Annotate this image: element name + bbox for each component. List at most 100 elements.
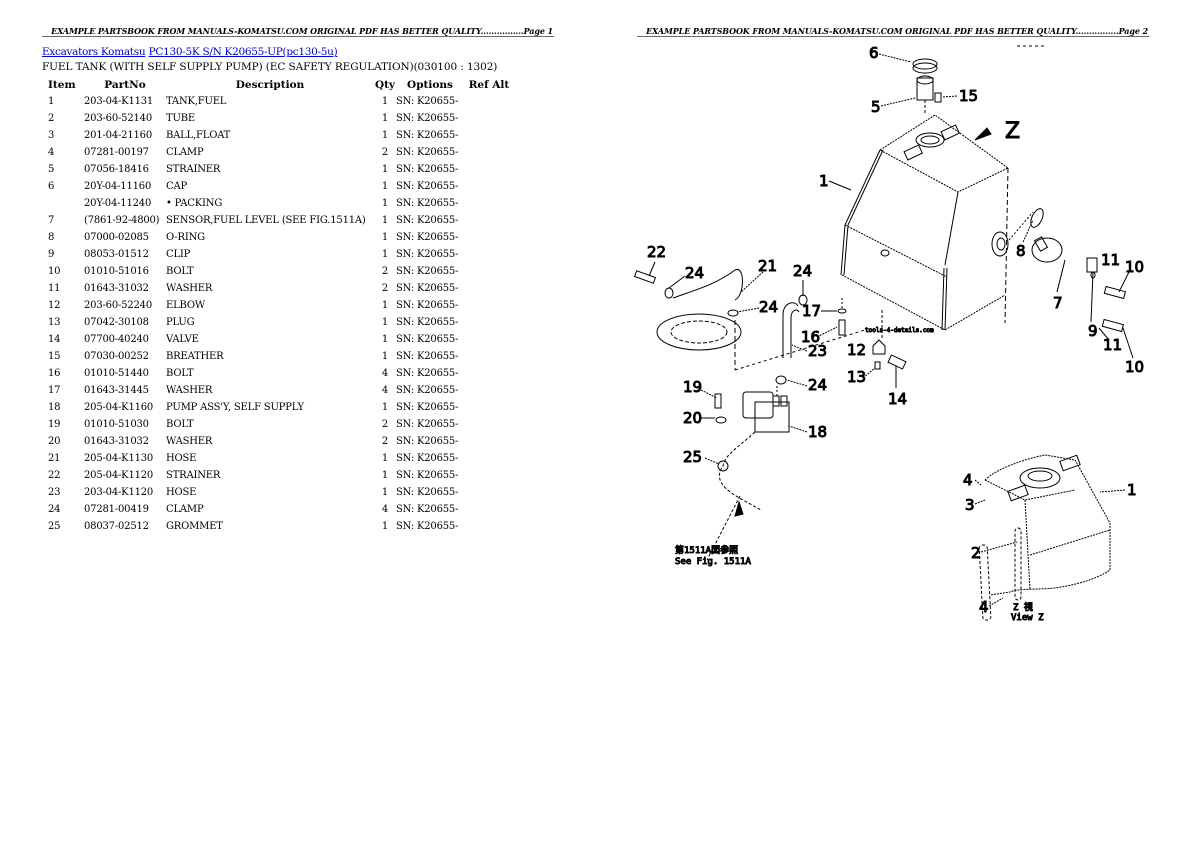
breadcrumb: Excavators Komatsu PC130-5K S/N K20655-U… bbox=[42, 46, 338, 58]
cell-item: 25 bbox=[48, 521, 61, 532]
cell-qty: 1 bbox=[381, 317, 389, 328]
svg-text:8: 8 bbox=[1016, 242, 1026, 260]
cell-partno: 01643-31032 bbox=[84, 436, 149, 447]
cell-options: SN: K20655- bbox=[396, 215, 459, 226]
cell-partno: 07281-00197 bbox=[84, 147, 149, 158]
cell-ref-alt bbox=[464, 110, 514, 127]
cell-qty: 1 bbox=[381, 249, 389, 260]
svg-text:3: 3 bbox=[965, 496, 975, 514]
view-z-caption-jp: Z 視 bbox=[1013, 601, 1033, 613]
svg-text:15: 15 bbox=[959, 87, 978, 105]
cell-ref-alt bbox=[464, 212, 514, 229]
cell-description: BOLT bbox=[166, 266, 194, 277]
cell-options: SN: K20655- bbox=[396, 96, 459, 107]
column-header-options: Options bbox=[407, 78, 453, 91]
cell-partno: 07281-00419 bbox=[84, 504, 149, 515]
cell-item: 9 bbox=[48, 249, 55, 260]
cell-description: • PACKING bbox=[166, 198, 223, 209]
cell-ref-alt bbox=[464, 348, 514, 365]
cell-options: SN: K20655- bbox=[396, 470, 459, 481]
view-z-callouts: 1 4 3 2 4 bbox=[963, 471, 1138, 617]
cell-ref-alt bbox=[464, 246, 514, 263]
page-2: EXAMPLE PARTSBOOK FROM MANUALS-KOMATSU.C… bbox=[595, 0, 1190, 842]
cell-partno: 203-04-K1120 bbox=[84, 487, 154, 498]
cell-qty: 2 bbox=[381, 419, 389, 430]
cell-partno: 07000-02085 bbox=[84, 232, 149, 243]
cell-ref-alt bbox=[464, 297, 514, 314]
cell-options: SN: K20655- bbox=[396, 521, 459, 532]
cell-partno: 07042-30108 bbox=[84, 317, 149, 328]
cell-qty: 1 bbox=[381, 487, 389, 498]
cell-ref-alt bbox=[464, 144, 514, 161]
header-divider bbox=[637, 36, 1149, 37]
cell-item: 1 bbox=[48, 96, 55, 107]
svg-text:24: 24 bbox=[759, 298, 778, 316]
cell-options: SN: K20655- bbox=[396, 334, 459, 345]
cell-qty: 2 bbox=[381, 436, 389, 447]
svg-text:24: 24 bbox=[685, 264, 704, 282]
breadcrumb-model-link[interactable]: PC130-5K S/N K20655-UP(pc130-5u) bbox=[148, 46, 338, 58]
cell-partno: 20Y-04-11160 bbox=[84, 181, 152, 192]
exploded-parts-diagram: Z 6 5 15 1 22 24 bbox=[625, 40, 1165, 640]
cell-partno: 205-04-K1130 bbox=[84, 453, 154, 464]
cell-options: SN: K20655- bbox=[396, 368, 459, 379]
cell-options: SN: K20655- bbox=[396, 453, 459, 464]
cell-ref-alt bbox=[464, 399, 514, 416]
svg-text:5: 5 bbox=[871, 98, 881, 116]
cell-item: 19 bbox=[48, 419, 61, 430]
svg-text:19: 19 bbox=[683, 378, 702, 396]
watermark: tools-4-details.com bbox=[865, 327, 934, 334]
cell-description: STRAINER bbox=[166, 470, 221, 481]
cell-ref-alt bbox=[464, 127, 514, 144]
breadcrumb-category-link[interactable]: Excavators Komatsu bbox=[42, 46, 146, 58]
cell-description: TANK,FUEL bbox=[166, 96, 227, 107]
cell-description: CAP bbox=[166, 181, 188, 192]
cell-description: ELBOW bbox=[166, 300, 205, 311]
cell-partno: 07056-18416 bbox=[84, 164, 149, 175]
cell-ref-alt bbox=[464, 382, 514, 399]
svg-text:22: 22 bbox=[647, 243, 666, 261]
table-row: 7(7861-92-4800)SENSOR,FUEL LEVEL (SEE FI… bbox=[42, 212, 514, 229]
cell-item: 16 bbox=[48, 368, 61, 379]
svg-text:25: 25 bbox=[683, 448, 702, 466]
cell-ref-alt bbox=[464, 93, 514, 110]
svg-text:21: 21 bbox=[758, 257, 777, 275]
cell-partno: 20Y-04-11240 bbox=[84, 198, 152, 209]
cell-item bbox=[42, 195, 84, 212]
svg-text:2: 2 bbox=[971, 544, 981, 562]
cell-qty: 1 bbox=[381, 402, 389, 413]
cell-ref-alt bbox=[464, 416, 514, 433]
cell-qty: 1 bbox=[381, 215, 389, 226]
svg-text:24: 24 bbox=[808, 376, 827, 394]
cell-ref-alt bbox=[464, 518, 514, 535]
svg-text:6: 6 bbox=[869, 44, 879, 62]
cell-ref-alt bbox=[464, 433, 514, 450]
cell-partno: 203-60-52240 bbox=[84, 300, 152, 311]
column-header-item: Item bbox=[48, 78, 76, 91]
cell-item: 20 bbox=[48, 436, 61, 447]
parts-table: Item PartNo Description Qty Options Ref … bbox=[42, 76, 514, 535]
cell-description: HOSE bbox=[166, 453, 197, 464]
cell-qty: 1 bbox=[381, 470, 389, 481]
cell-partno: 08053-01512 bbox=[84, 249, 149, 260]
svg-text:10: 10 bbox=[1125, 358, 1144, 376]
svg-text:20: 20 bbox=[683, 409, 702, 427]
cell-description: CLIP bbox=[166, 249, 191, 260]
cell-qty: 2 bbox=[381, 147, 389, 158]
cell-ref-alt bbox=[464, 467, 514, 484]
header-divider bbox=[42, 36, 554, 37]
cell-qty: 1 bbox=[381, 334, 389, 345]
see-fig-note-en: See Fig. 1511A bbox=[675, 557, 751, 567]
cell-description: STRAINER bbox=[166, 164, 221, 175]
cell-qty: 1 bbox=[381, 130, 389, 141]
cell-item: 6 bbox=[48, 181, 55, 192]
cell-description: BREATHER bbox=[166, 351, 224, 362]
